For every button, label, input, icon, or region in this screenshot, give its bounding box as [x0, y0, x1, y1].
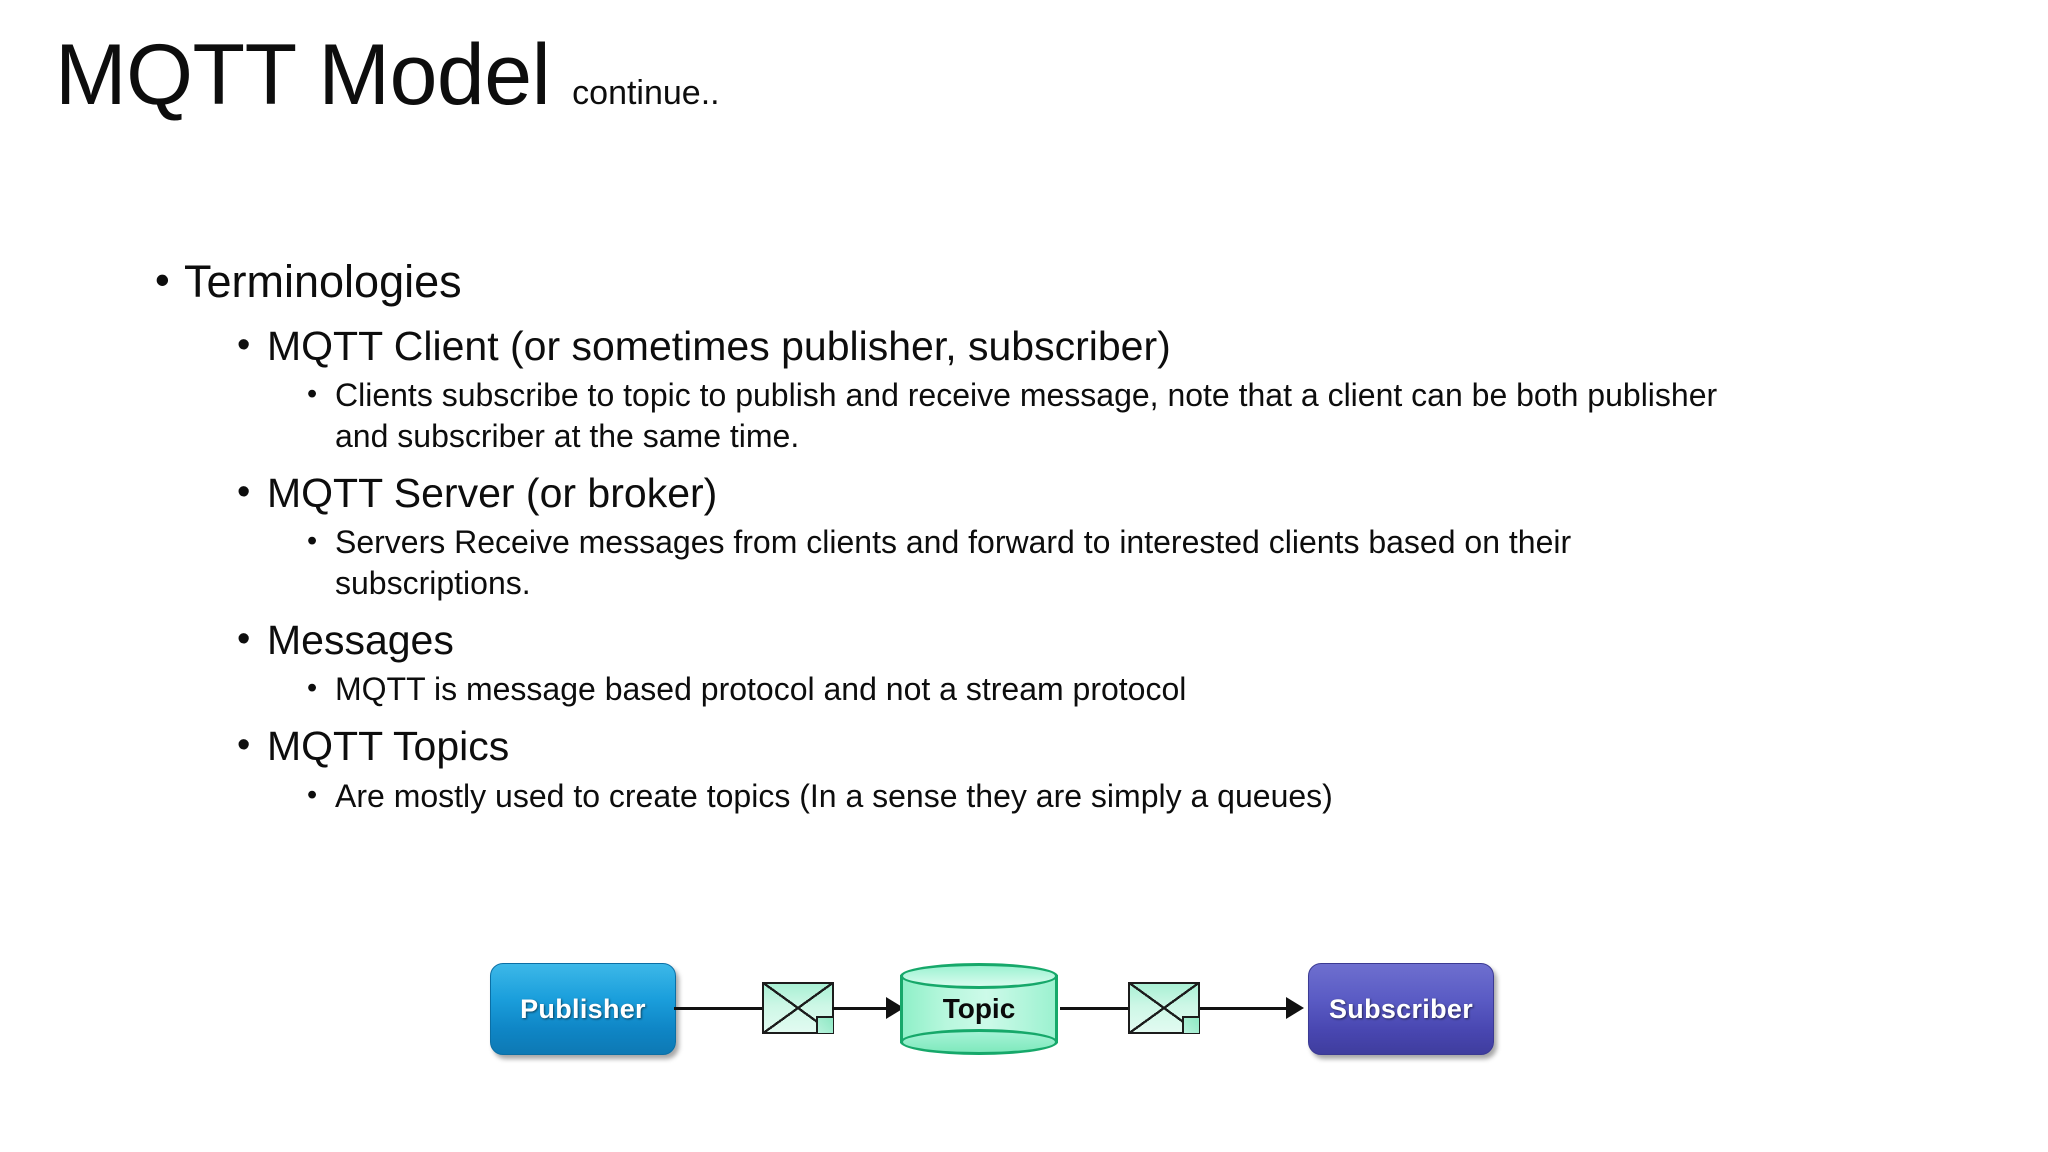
- connector-message-to-subscriber: [1200, 1007, 1290, 1010]
- bullet-level1-terminologies: • Terminologies: [0, 255, 2048, 308]
- diagram-topic-label: Topic: [942, 993, 1016, 1024]
- bullet-glyph-icon: •: [237, 324, 251, 367]
- message-envelope-icon: [762, 982, 834, 1034]
- page-title-suffix: continue..: [572, 74, 720, 112]
- diagram-publisher-node: Publisher: [490, 963, 676, 1055]
- bullet-level2-messages: • Messages: [0, 616, 2048, 665]
- bullet-level2-label: Messages: [267, 617, 454, 664]
- bullet-level2-mqtt-client: • MQTT Client (or sometimes publisher, s…: [0, 322, 2048, 371]
- bullet-glyph-icon: •: [155, 256, 170, 303]
- connector-publisher-to-message: [674, 1007, 764, 1010]
- bullet-level3-label: Servers Receive messages from clients an…: [335, 524, 1572, 602]
- envelope-corner-fold: [1182, 1016, 1199, 1033]
- bullet-glyph-icon: •: [307, 378, 318, 411]
- bullet-glyph-icon: •: [237, 724, 251, 767]
- bullet-level2-label: MQTT Client (or sometimes publisher, sub…: [267, 323, 1171, 370]
- bullet-level3-label: Clients subscribe to topic to publish an…: [335, 377, 1718, 455]
- diagram-publisher-label: Publisher: [520, 993, 646, 1024]
- arrow-head-icon: [1286, 997, 1304, 1019]
- bullet-level2-label: MQTT Topics: [267, 723, 510, 770]
- bullet-level3-label: MQTT is message based protocol and not a…: [335, 671, 1187, 708]
- message-envelope-icon: [1128, 982, 1200, 1034]
- bullet-level2-label: MQTT Server (or broker): [267, 470, 718, 517]
- envelope-corner-fold: [816, 1016, 833, 1033]
- bullet-level3-mqtt-server-detail: • Servers Receive messages from clients …: [0, 522, 2048, 604]
- diagram-subscriber-node: Subscriber: [1308, 963, 1494, 1055]
- bullet-glyph-icon: •: [307, 778, 318, 811]
- diagram-topic-node: Topic: [900, 963, 1060, 1055]
- cylinder-bottom-ellipse: [900, 1029, 1058, 1055]
- bullet-glyph-icon: •: [237, 471, 251, 514]
- connector-topic-to-message: [1060, 1007, 1132, 1010]
- bullet-glyph-icon: •: [237, 618, 251, 661]
- bullet-level3-mqtt-client-detail: • Clients subscribe to topic to publish …: [0, 375, 2048, 457]
- cylinder-top-ellipse: [900, 963, 1058, 989]
- slide-body: • Terminologies • MQTT Client (or someti…: [0, 255, 2048, 819]
- bullet-level3-messages-detail: • MQTT is message based protocol and not…: [0, 669, 2048, 710]
- bullet-level3-mqtt-topics-detail: • Are mostly used to create topics (In a…: [0, 776, 2048, 817]
- connector-message-to-topic: [832, 1007, 890, 1010]
- page-title: MQTT Model continue..: [55, 27, 720, 123]
- bullet-glyph-icon: •: [307, 672, 318, 705]
- bullet-level1-label: Terminologies: [184, 256, 462, 307]
- bullet-level3-label: Are mostly used to create topics (In a s…: [335, 777, 1333, 814]
- bullet-level2-mqtt-topics: • MQTT Topics: [0, 722, 2048, 771]
- mqtt-flow-diagram: Publisher Topic Subscriber: [490, 955, 1530, 1075]
- page-title-main: MQTT Model: [55, 27, 551, 123]
- bullet-level2-mqtt-server: • MQTT Server (or broker): [0, 469, 2048, 518]
- diagram-subscriber-label: Subscriber: [1328, 993, 1474, 1024]
- bullet-glyph-icon: •: [307, 525, 318, 558]
- arrow-head-icon: [886, 997, 904, 1019]
